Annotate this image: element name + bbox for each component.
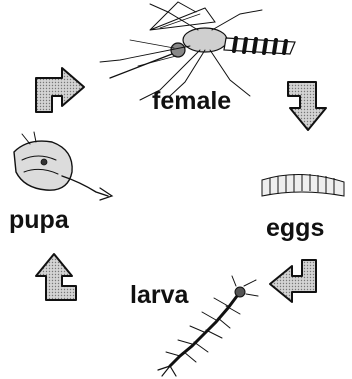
eggs-label: eggs — [266, 216, 324, 241]
pupa-icon — [14, 132, 112, 200]
egg-raft-icon — [262, 174, 344, 196]
mosquito-icon — [100, 2, 295, 100]
female-label: female — [152, 89, 231, 114]
larva-label: larva — [130, 283, 188, 308]
pupa-label: pupa — [9, 208, 69, 233]
